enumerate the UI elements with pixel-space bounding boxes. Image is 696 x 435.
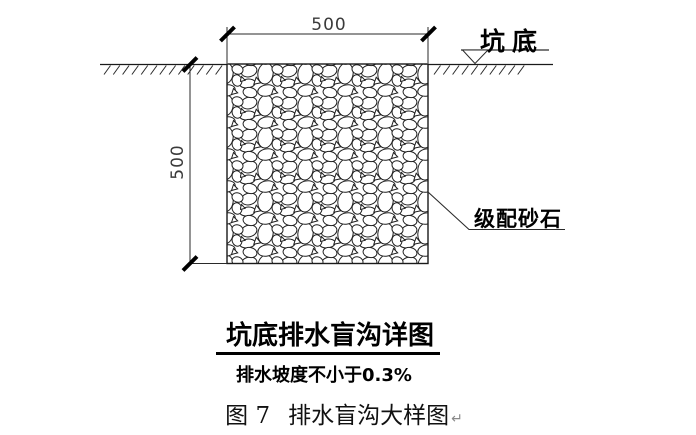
dimension-tick-icon [219,25,236,43]
dimension-tick-icon [181,56,199,73]
ground-hatch-right-icon [433,65,525,75]
level-symbol [461,49,549,65]
detail-title: 坑底排水盲沟详图 [225,321,434,351]
top-dimension-label: 500 [311,15,347,35]
paragraph-mark-icon: ↵ [451,411,463,427]
figure-caption-text: 排水盲沟大样图 [288,403,450,429]
material-label: 级配砂石 [474,207,562,231]
gravel-trench-section [226,63,429,265]
top-dimension [219,25,437,63]
material-leader-line [427,191,565,231]
left-dimension [181,56,227,272]
ground-level-label: 坑底 [479,27,544,56]
figure-caption-number: 图 7 [225,403,271,429]
left-dimension-label: 500 [168,144,188,180]
ground-hatch-left-icon [103,65,223,75]
dimension-tick-icon [181,255,199,272]
dimension-tick-icon [420,25,437,43]
ground-level-triangle-icon [461,49,490,65]
title-underline [216,352,440,355]
figure-caption: 图 7 排水盲沟大样图↵ [219,396,469,430]
slope-note: 排水坡度不小于0.3% [236,365,412,386]
